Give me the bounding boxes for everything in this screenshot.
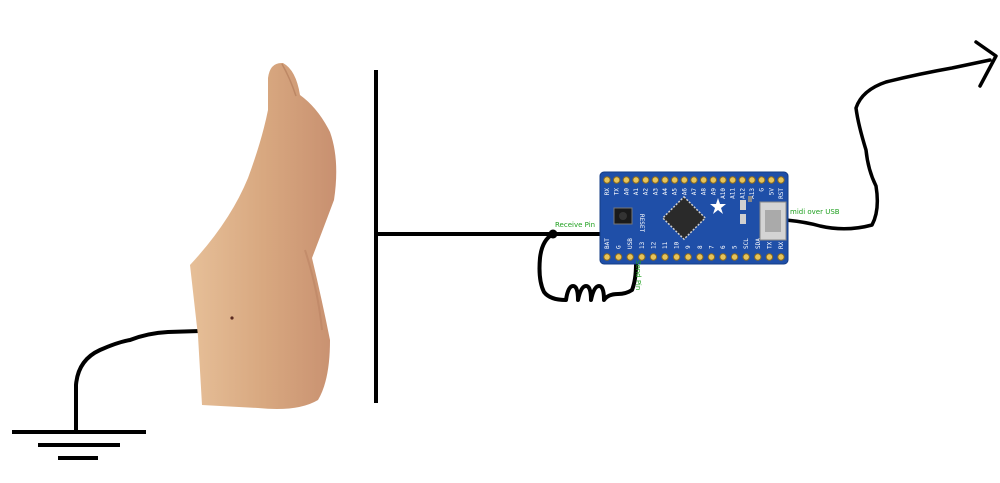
pin-hole (743, 254, 749, 260)
ground-symbol-icon (12, 432, 146, 458)
pin-hole (627, 254, 633, 260)
pin-label: 11 (662, 241, 669, 249)
pin-hole (766, 254, 772, 260)
pin-label: 5V (768, 188, 775, 196)
pin-hole (710, 177, 716, 183)
pin-label: A5 (672, 188, 679, 196)
pin-label: 13 (639, 241, 646, 249)
pin-label: 7 (708, 245, 715, 249)
pin-hole (729, 177, 735, 183)
pin-label: A0 (623, 188, 630, 196)
pin-hole (652, 177, 658, 183)
pin-label: A8 (701, 188, 708, 196)
pin-hole (662, 177, 668, 183)
pin-label: G (616, 245, 623, 249)
pin-label: 10 (674, 241, 681, 249)
pin-hole (633, 177, 639, 183)
foot-image (190, 63, 336, 409)
pin-label: A6 (681, 188, 688, 196)
pin-hole (697, 254, 703, 260)
pin-hole (720, 177, 726, 183)
pin-hole (623, 177, 629, 183)
midi-label: midi over USB (790, 208, 840, 216)
pin-hole (749, 177, 755, 183)
pin-label: 5 (732, 245, 739, 249)
pin-label: A10 (720, 188, 727, 199)
pin-label: A2 (643, 188, 650, 196)
pin-hole (691, 177, 697, 183)
pin-hole (708, 254, 714, 260)
microcontroller-board: RXTXA0A1A2A3A4A5A6A7A8A9A10A11A12A13G5VR… (600, 172, 788, 264)
pin-hole (671, 177, 677, 183)
pin-label: A1 (633, 188, 640, 196)
pin-label: RX (778, 241, 785, 249)
pin-hole (720, 254, 726, 260)
pin-label: SCL (743, 238, 750, 249)
pin-label: TX (766, 241, 773, 249)
pin-label: RX (604, 188, 611, 196)
pin-hole (613, 177, 619, 183)
pin-label: 12 (650, 241, 657, 249)
pin-label: RST (778, 188, 785, 199)
pin-label: TX (614, 188, 621, 196)
pin-label: A11 (730, 188, 737, 199)
send-pin-label: Send Pin (634, 260, 642, 290)
pin-hole (681, 177, 687, 183)
pin-label: A4 (662, 188, 669, 196)
pin-hole (755, 254, 761, 260)
pin-label: A12 (739, 188, 746, 199)
reset-label: RESET (638, 214, 645, 232)
receive-pin-label: Receive Pin (555, 221, 595, 229)
pin-hole (604, 177, 610, 183)
pin-hole (758, 177, 764, 183)
pin-hole (615, 254, 621, 260)
pin-hole (685, 254, 691, 260)
pin-label: A3 (652, 188, 659, 196)
pin-label: 6 (720, 245, 727, 249)
pin-label: A9 (710, 188, 717, 196)
pin-hole (604, 254, 610, 260)
pin-hole (778, 177, 784, 183)
pin-label: A7 (691, 188, 698, 196)
midi-wire (786, 60, 990, 229)
pin-hole (739, 177, 745, 183)
pin-label: BAT (604, 238, 611, 249)
pin-hole (673, 254, 679, 260)
pin-label: 9 (685, 245, 692, 249)
pin-hole (700, 177, 706, 183)
pin-hole (768, 177, 774, 183)
pin-hole (731, 254, 737, 260)
pin-label: 8 (697, 245, 704, 249)
ground-wire (76, 331, 200, 432)
pin-hole (642, 177, 648, 183)
pin-hole (778, 254, 784, 260)
pin-hole (650, 254, 656, 260)
pin-label: G (759, 188, 766, 192)
pin-hole (662, 254, 668, 260)
pin-label: USB (627, 238, 634, 249)
